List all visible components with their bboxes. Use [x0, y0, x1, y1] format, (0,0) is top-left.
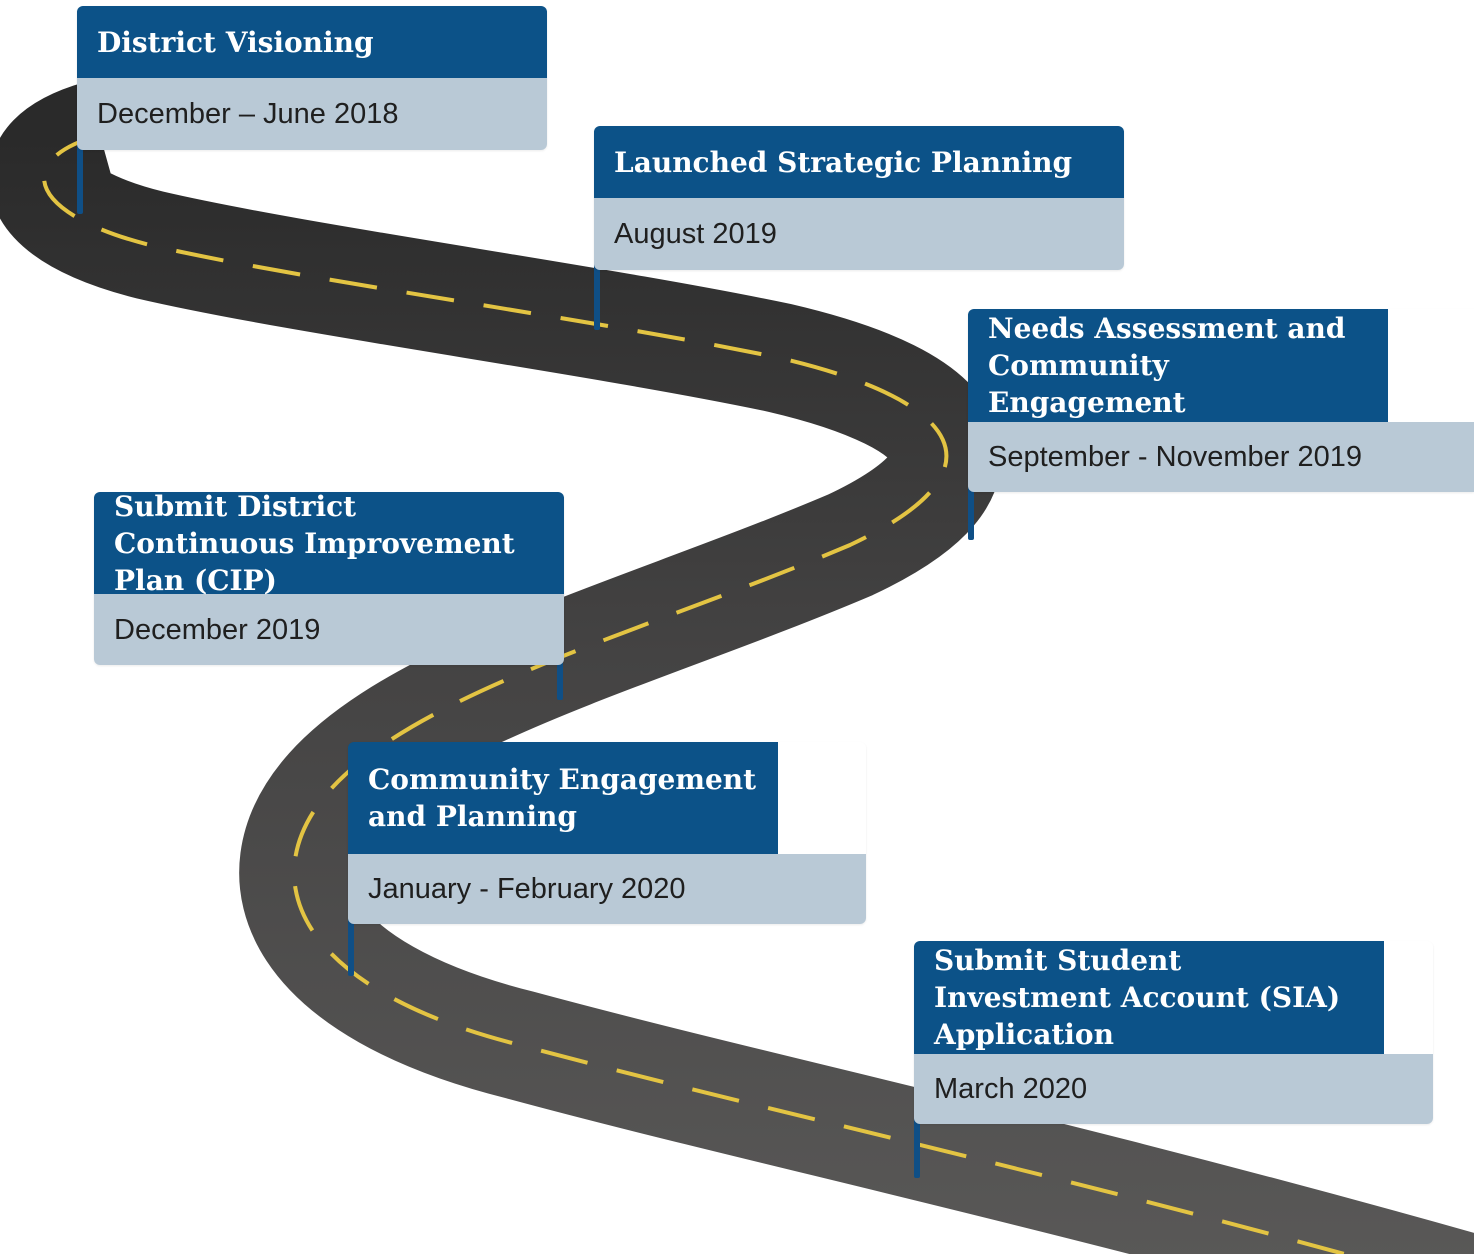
milestone-card: District Visioning December – June 2018: [77, 6, 547, 150]
milestone-date: January - February 2020: [348, 854, 866, 924]
milestone-title: Submit Student Investment Account (SIA) …: [914, 941, 1384, 1054]
milestone-title: Community Engagement and Planning: [348, 742, 778, 854]
road-center-line: [42, 133, 1352, 1254]
milestone-card: Submit District Continuous Improvement P…: [94, 492, 564, 665]
milestone-date: December 2019: [94, 594, 564, 665]
milestone-card: Submit Student Investment Account (SIA) …: [914, 941, 1433, 1124]
milestone-date: August 2019: [594, 198, 1124, 270]
milestone-title: Launched Strategic Planning: [594, 126, 1124, 198]
milestone-card: Community Engagement and Planning Januar…: [348, 742, 866, 924]
milestone-title: Submit District Continuous Improvement P…: [94, 492, 564, 597]
milestone-card: Launched Strategic Planning August 2019: [594, 126, 1124, 270]
milestone-card: Needs Assessment and Community Engagemen…: [968, 309, 1474, 492]
milestone-date: September - November 2019: [968, 422, 1474, 492]
milestone-date: December – June 2018: [77, 78, 547, 150]
milestone-title: District Visioning: [77, 6, 547, 78]
milestone-date: March 2020: [914, 1054, 1433, 1124]
milestone-title: Needs Assessment and Community Engagemen…: [968, 309, 1388, 422]
